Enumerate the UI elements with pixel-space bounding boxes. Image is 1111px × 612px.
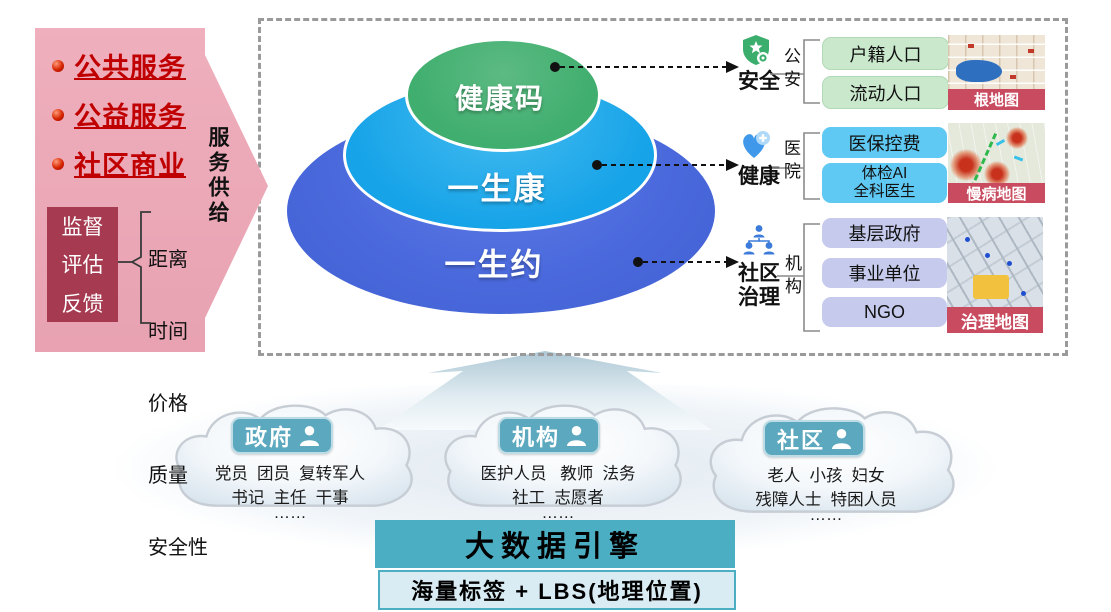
group-name-line: 社区 [738,262,780,285]
item-box-label: 医保控费 [848,133,921,154]
cloud-row: 残障人士 特困人员 [755,491,897,509]
cloud-badge-label: 社区 [777,427,826,453]
cloud-row: 党员 团员 复转军人 [214,465,366,483]
group-side-label-yiyuan: 医院 [781,139,800,185]
criteria-item: 距离 [148,249,188,271]
cloud-row: 书记 主任 干事 [231,489,349,507]
layer-jiankangma-ellipse [405,38,601,152]
map-marker [965,237,970,242]
map-marker [968,44,974,48]
item-box-shiyedanwei: 事业单位 [822,258,947,288]
cloud-row: 社工 志愿者 [512,489,604,507]
group-name-anquan: 安全 [738,70,780,93]
item-box-label: 事业单位 [848,264,921,284]
map-marker [1007,261,1012,266]
heat-spot [950,149,982,181]
service-supply-label: 服务供给 [206,126,229,226]
monitor-item: 评估 [61,254,104,278]
service-bullet-row: 公共服务 [52,46,186,85]
layer-label-mid: 一生康 [447,171,547,207]
service-bullet-label: 公共服务 [74,53,186,83]
item-box-label: NGO [863,301,905,322]
map-caption: 治理地图 [947,307,1043,333]
layer-label-top: 健康码 [454,83,546,114]
service-bullet-label: 社区商业 [74,151,186,181]
monitor-item: 反馈 [61,292,104,316]
cloud-badge-label: 政府 [245,424,294,450]
map-thumbnail-gen: 根地图 [948,35,1045,110]
group-name-line: 治理 [738,286,780,309]
monitor-box: 监督 评估 反馈 [47,207,118,322]
map-marker [1010,75,1016,79]
service-bullet-row: 公益服务 [52,95,186,134]
item-box-label: 流动人口 [849,83,922,104]
criteria-item: 安全性 [148,537,208,559]
flow-arrow [995,138,1006,147]
service-bullet-label: 公益服务 [74,102,186,132]
item-box-yibaokongfei: 医保控费 [822,127,947,158]
item-box-label: 基层政府 [848,224,921,244]
cloud-row: 医护人员 教师 法务 [480,465,636,483]
lake-shape [956,60,1002,82]
criteria-list: 距离 时间 价格 质量 安全性 [148,200,208,608]
map-thumbnail-zhili: 治理地图 [947,217,1043,333]
person-icon [832,429,852,449]
bullet-dot-icon [52,59,64,72]
map-marker [1028,49,1034,53]
criteria-item: 质量 [148,465,188,487]
cloud-badge-government: 政府 [231,417,334,454]
cloud-row: …… [541,504,575,522]
group-name-jiankang: 健康 [738,165,780,188]
bullet-dot-icon [52,157,64,170]
person-icon [300,426,320,446]
item-box-hujirenkou: 户籍人口 [822,37,949,70]
item-box-ngo: NGO [822,297,947,327]
org-people-icon [743,225,775,255]
flow-arrow [1013,155,1024,162]
district-patch [973,275,1009,299]
monitor-item: 监督 [61,216,104,240]
heart-plus-icon [743,131,770,158]
item-box-label: 全科医生 [853,183,916,200]
cloud-row: …… [809,506,843,524]
criteria-item: 时间 [148,321,188,343]
engine-subtitle-box: 海量标签 + LBS(地理位置) [378,570,736,610]
heat-spot [1006,127,1028,149]
cloud-badge-community: 社区 [763,420,866,457]
item-box-label: 户籍人口 [849,44,922,65]
item-box-tijianai: 体检AI 全科医生 [822,163,947,203]
group-name-shequzhili: 社区 治理 [733,262,785,310]
map-marker [1021,291,1026,296]
group-side-label-gongan: 公安 [781,47,800,93]
map-caption: 根地图 [948,89,1045,110]
bullet-dot-icon [52,108,64,121]
map-marker [985,253,990,258]
cloud-row: …… [273,504,307,522]
map-thumbnail-manbing: 慢病地图 [948,123,1045,203]
layer-label-bottom: 一生约 [444,247,544,283]
service-bullet-row: 社区商业 [52,144,186,183]
item-box-jicengzhengfu: 基层政府 [822,218,947,248]
item-box-label: 体检AI [861,165,908,182]
item-box-liudongrenkou: 流动人口 [822,76,949,109]
big-data-engine-box: 大数据引擎 [375,520,735,568]
person-icon [567,426,587,446]
cloud-badge-institution: 机构 [498,417,601,454]
cloud-row: 老人 小孩 妇女 [767,467,885,485]
shield-star-icon [743,35,769,65]
map-caption: 慢病地图 [948,183,1045,203]
cloud-badge-label: 机构 [512,424,561,450]
group-side-label-jigou: 机构 [782,254,801,300]
criteria-item: 价格 [148,393,188,415]
heat-spot [984,161,1010,187]
